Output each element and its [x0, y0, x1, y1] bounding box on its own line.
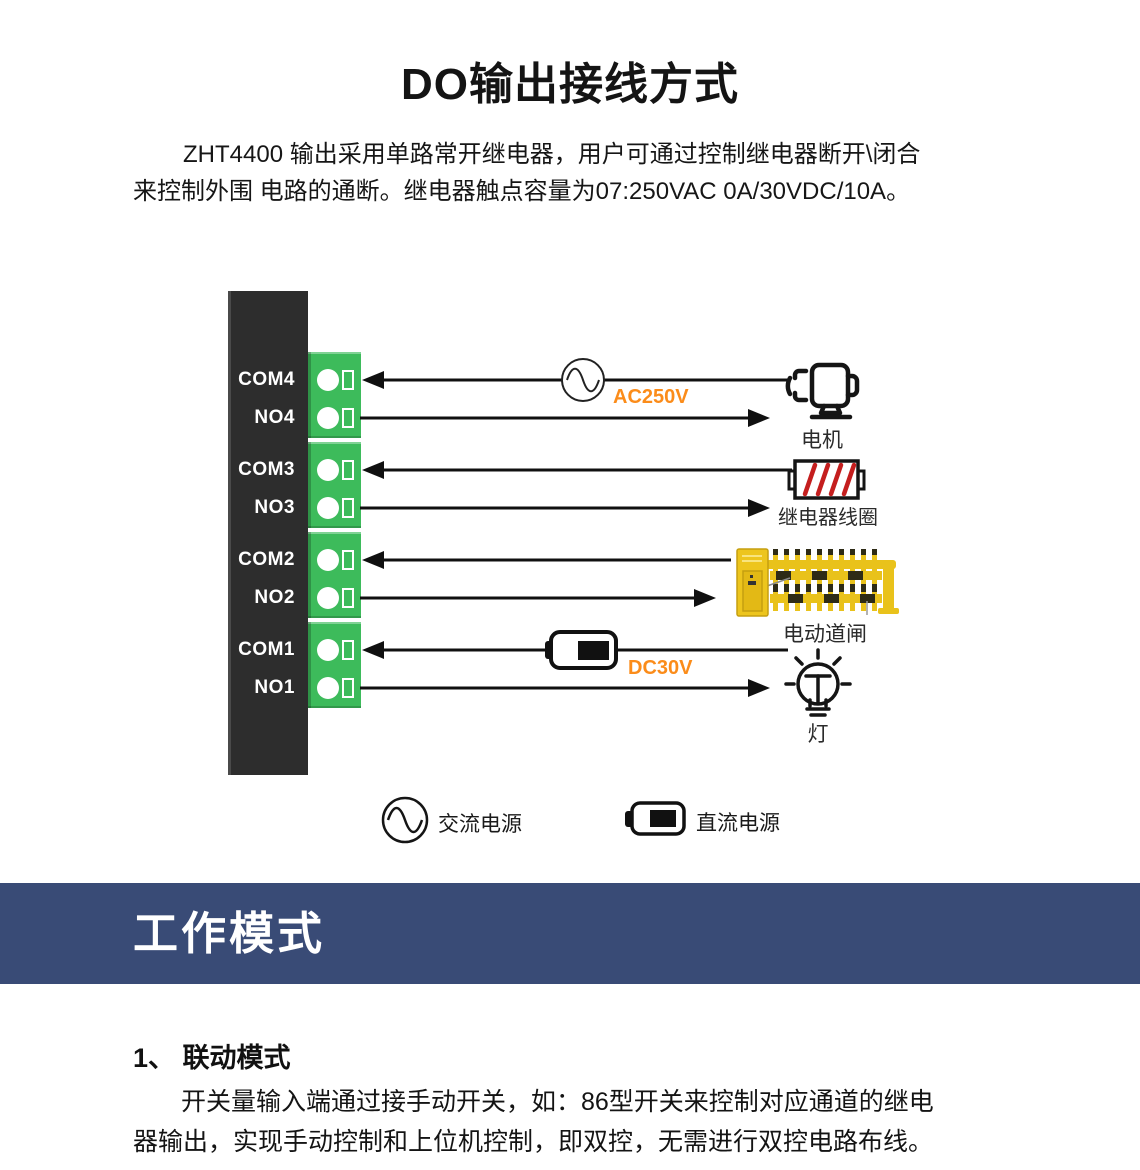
work-mode-banner-title: 工作模式 [133, 908, 326, 959]
terminal-label-no2: NO2 [254, 587, 295, 608]
terminal-block-1 [308, 622, 361, 708]
legend-label-ac: 交流电源 [438, 813, 522, 836]
io-module-body [228, 291, 308, 775]
ac-source-icon [561, 358, 605, 402]
device-label-motor: 电机 [801, 429, 843, 452]
terminal-slot-icon [342, 588, 354, 608]
intro-paragraph: ZHT4400 输出采用单路常开继电器，用户可通过控制继电器断开\闭合 来控制外… [133, 136, 1033, 210]
terminal-label-no4: NO4 [254, 407, 295, 428]
terminal-screw-icon [317, 369, 339, 391]
work-mode-banner: 工作模式 [0, 883, 1140, 984]
terminal-label-com2: COM2 [238, 549, 295, 570]
device-label-relay-coil: 继电器线圈 [778, 507, 878, 529]
motor-icon [785, 362, 860, 420]
terminal-block-3 [308, 442, 361, 528]
dc-voltage-label: DC30V [628, 657, 693, 679]
relay-coil-icon [787, 459, 866, 500]
terminal-screw-icon [317, 407, 339, 429]
device-label-barrier: 电动道闸 [783, 623, 867, 646]
terminal-screw-icon [317, 639, 339, 661]
terminal-screw-icon [317, 459, 339, 481]
terminal-slot-icon [342, 460, 354, 480]
terminal-label-no3: NO3 [254, 497, 295, 518]
barrier-gate-icon [736, 548, 899, 617]
lamp-icon [784, 648, 852, 717]
terminal-slot-icon [342, 678, 354, 698]
legend-ac-icon [381, 796, 429, 844]
intro-line-2: 来控制外围 电路的通断。继电器触点容量为07:250VAC 0A/30VDC/1… [133, 178, 911, 205]
terminal-screw-icon [317, 549, 339, 571]
legend-label-dc: 直流电源 [696, 812, 780, 835]
terminal-label-com3: COM3 [238, 459, 295, 480]
dc-source-icon [545, 630, 618, 670]
arrow-head-icons [362, 371, 770, 697]
terminal-slot-icon [342, 550, 354, 570]
page-title: DO输出接线方式 [401, 60, 739, 109]
terminal-label-no1: NO1 [254, 677, 295, 698]
barrier-pickets [773, 549, 877, 611]
device-label-lamp: 灯 [807, 723, 829, 746]
ac-voltage-label: AC250V [613, 386, 689, 408]
terminal-block-2 [308, 532, 361, 618]
terminal-screw-icon [317, 497, 339, 519]
subsection-title: 1、 联动模式 [133, 1043, 291, 1073]
terminal-slot-icon [342, 408, 354, 428]
terminal-screw-icon [317, 677, 339, 699]
terminal-label-com1: COM1 [238, 639, 295, 660]
body-line-1: 开关量输入端通过接手动开关，如：86型开关来控制对应通道的继电 [181, 1088, 934, 1116]
body-line-2: 器输出，实现手动控制和上位机控制，即双控，无需进行双控电路布线。 [133, 1128, 934, 1156]
terminal-slot-icon [342, 640, 354, 660]
wiring-graphics [360, 358, 899, 844]
terminal-slot-icon [342, 370, 354, 390]
terminal-slot-icon [342, 498, 354, 518]
intro-line-1: ZHT4400 输出采用单路常开继电器，用户可通过控制继电器断开\闭合 [183, 141, 921, 168]
terminal-label-com4: COM4 [238, 369, 295, 390]
legend-dc-icon [625, 801, 686, 836]
barrier-cabinet [736, 548, 769, 617]
work-mode-paragraph: 开关量输入端通过接手动开关，如：86型开关来控制对应通道的继电 器输出，实现手动… [133, 1082, 1053, 1162]
terminal-screw-icon [317, 587, 339, 609]
terminal-block-4 [308, 352, 361, 438]
